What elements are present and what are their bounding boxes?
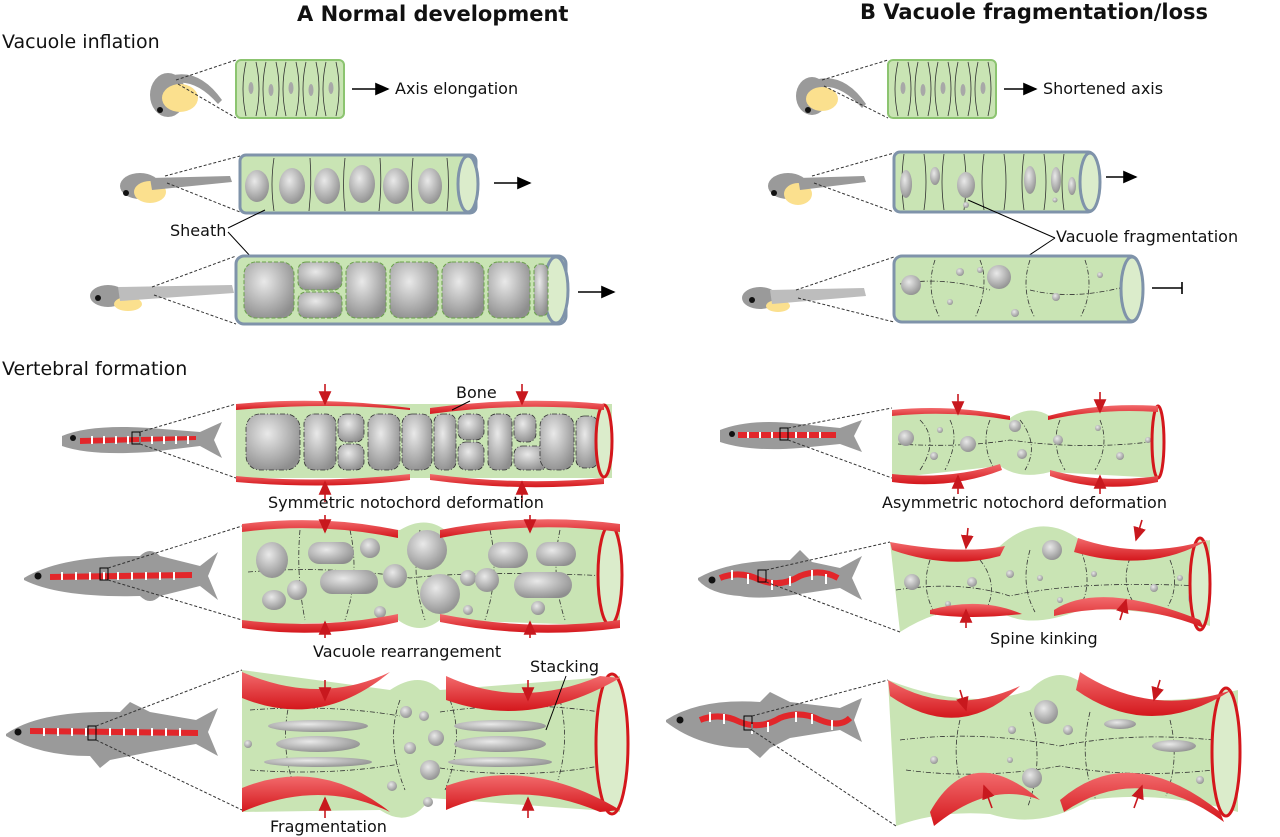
embryo-early-a	[150, 73, 222, 117]
label-asymmetric-deformation: Asymmetric notochord deformation	[882, 493, 1167, 512]
notochord-b5	[890, 526, 1212, 632]
notochord-b2	[892, 150, 1102, 214]
notochord-a5	[242, 519, 624, 633]
label-shortened-axis: Shortened axis	[1043, 79, 1163, 98]
label-spine-kinking: Spine kinking	[990, 629, 1098, 648]
embryo-mid-a	[120, 173, 232, 203]
fish-b1	[720, 420, 862, 452]
fish-a3	[6, 702, 218, 768]
panel-a-title: A Normal development	[297, 2, 568, 26]
label-symmetric-deformation: Symmetric notochord deformation	[268, 493, 544, 512]
label-fragmentation: Fragmentation	[270, 817, 387, 836]
fish-a1	[62, 422, 222, 458]
label-vacuole-fragmentation: Vacuole fragmentation	[1056, 227, 1238, 246]
fish-b3	[666, 692, 862, 758]
notochord-b6	[888, 672, 1242, 826]
label-stacking: Stacking	[530, 657, 599, 676]
section-vertebral-formation: Vertebral formation	[2, 358, 187, 380]
embryo-late-b	[742, 287, 866, 312]
label-vacuole-rearrangement: Vacuole rearrangement	[313, 642, 501, 661]
notochord-a4	[236, 400, 614, 488]
fish-b2	[698, 550, 862, 600]
notochord-a1	[235, 59, 345, 119]
notochord-b3	[892, 254, 1145, 324]
notochord-a2	[238, 153, 480, 215]
label-bone: Bone	[456, 383, 497, 402]
notochord-a6	[242, 670, 630, 818]
embryo-late-a	[90, 285, 234, 311]
label-axis-elongation: Axis elongation	[395, 79, 518, 98]
panel-b-title: B Vacuole fragmentation/loss	[860, 0, 1208, 24]
section-vacuole-inflation: Vacuole inflation	[2, 31, 160, 53]
embryo-early-b	[796, 77, 866, 115]
notochord-a3	[234, 254, 570, 326]
notochord-b4	[892, 404, 1166, 487]
notochord-b1	[887, 59, 997, 119]
label-sheath: Sheath	[170, 221, 226, 240]
fish-a2	[24, 551, 218, 601]
embryo-mid-b	[768, 173, 866, 205]
